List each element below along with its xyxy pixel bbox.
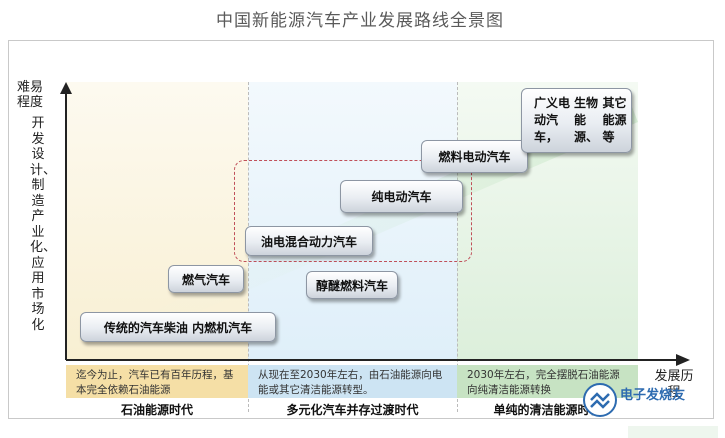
page-title: 中国新能源汽车产业发展路线全景图 <box>216 11 504 31</box>
era-petroleum: 石油能源时代 <box>120 403 193 417</box>
box-alcohol-ether-fuel: 醇醚燃料汽车 <box>306 271 398 299</box>
era-clean-energy: 单纯的清洁能源时代 <box>493 403 602 417</box>
watermark: 电子发烧友 <box>580 382 716 430</box>
box-broad-line-3: 其它能源等 <box>602 96 627 144</box>
y-axis-title: 难易程度 <box>16 80 43 110</box>
y-axis-arrowhead <box>60 82 72 94</box>
y-axis-subtitle: 开发设计、制造产业化、应用市场化 <box>30 116 57 333</box>
watermark-bar <box>628 426 718 438</box>
x-axis-arrowhead <box>676 354 690 366</box>
watermark-text: 电子发烧友 <box>620 388 686 403</box>
note-clean-energy: 2030年左右，完全摆脱石油能源向纯清洁能源转换 <box>457 365 638 398</box>
note-transition: 从现在至2030年左右，由石油能源向电能或其它清洁能源转型。 <box>248 365 457 398</box>
box-traditional-ice: 传统的汽车柴油 内燃机汽车 <box>80 312 276 342</box>
box-fuel-cell: 燃料电动汽车 <box>421 140 528 173</box>
watermark-logo-icon <box>583 383 617 417</box>
era-transition: 多元化汽车并存过渡时代 <box>286 403 419 417</box>
box-hybrid-vehicle: 油电混合动力汽车 <box>245 226 373 256</box>
box-broad-electric: 广义电动汽车， 生物能源、 其它能源等 <box>521 88 632 153</box>
note-petroleum: 迄今为止，汽车已有百年历程，基本完全依赖石油能源 <box>66 365 248 398</box>
box-broad-line-2: 生物能源、 <box>573 96 598 144</box>
transition-highlight-region <box>234 160 472 262</box>
zone-divider <box>457 82 458 412</box>
x-axis-title: 发展历程 <box>654 369 694 400</box>
box-gas-vehicle: 燃气汽车 <box>168 265 244 293</box>
box-pure-electric: 纯电动汽车 <box>340 180 463 213</box>
box-broad-line-1: 广义电动汽车， <box>534 96 571 144</box>
